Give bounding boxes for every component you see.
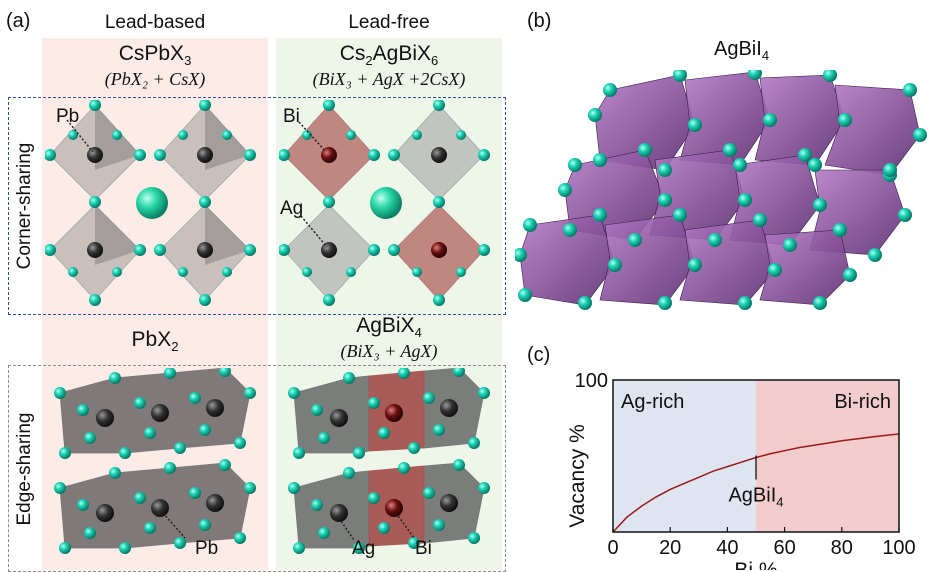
y-axis-label: Vacancy %: [566, 424, 589, 528]
region-label-1: Bi-rich: [834, 391, 891, 413]
region-0: [613, 380, 756, 532]
lead-based-title: Lead-based: [104, 12, 206, 33]
corner-sharing-box: [8, 97, 506, 315]
panel-b-label: (b): [527, 10, 552, 32]
panel-a-label: (a): [6, 10, 31, 32]
y-tick-label-0: 100: [575, 370, 608, 392]
x-tick-label-5: 100: [882, 537, 915, 559]
plot-frame: [612, 379, 900, 533]
x-tick-label-2: 40: [716, 537, 738, 559]
pb-label-bottom: Pb: [195, 538, 219, 559]
agbix4-formula: AgBiX4: [356, 314, 422, 341]
cspbx3-recipe: (PbX₂ + CsX): [104, 69, 206, 89]
agbix4-recipe: (BiX₃ + AgX): [340, 341, 438, 361]
ag-label-bottom: Ag: [352, 538, 376, 559]
bi-label-bottom: Bi: [415, 538, 432, 559]
ag-label-top: Ag: [280, 198, 304, 219]
pbx2-structure: [54, 368, 256, 554]
annotation-label: AgBiI4: [728, 485, 783, 510]
x-tick-label-1: 20: [659, 537, 681, 559]
x-tick-label-3: 60: [773, 537, 795, 559]
region-1: [756, 380, 899, 532]
bi-label-top: Bi: [283, 106, 300, 127]
cspbx3-formula: CsPbX3: [118, 42, 192, 69]
agbix4-structure: [288, 368, 490, 554]
agbii4-title: AgBiI4: [714, 38, 770, 63]
x-tick-label-4: 80: [831, 537, 853, 559]
x-axis-label: Bi %: [734, 559, 777, 570]
cs2agbix6-formula: Cs2AgBiX6: [339, 42, 439, 69]
agbii4-structure: [515, 70, 927, 310]
panel-c-label: (c): [527, 344, 551, 366]
region-label-0: Ag-rich: [621, 391, 684, 413]
cspbx3-structure: [45, 100, 256, 306]
cs2agbix6-recipe: (BiX₃ + AgX +2CsX): [312, 69, 466, 89]
edge-sharing-label: Edge-sharing: [14, 412, 35, 526]
corner-sharing-label: Corner-sharing: [14, 142, 35, 270]
pbx2-formula: PbX2: [131, 328, 179, 355]
lead-free-title: Lead-free: [348, 12, 430, 33]
cs2agbix6-structure: [279, 100, 490, 306]
pb-label-top: Pb: [56, 106, 80, 127]
x-tick-label-0: 0: [607, 537, 618, 559]
